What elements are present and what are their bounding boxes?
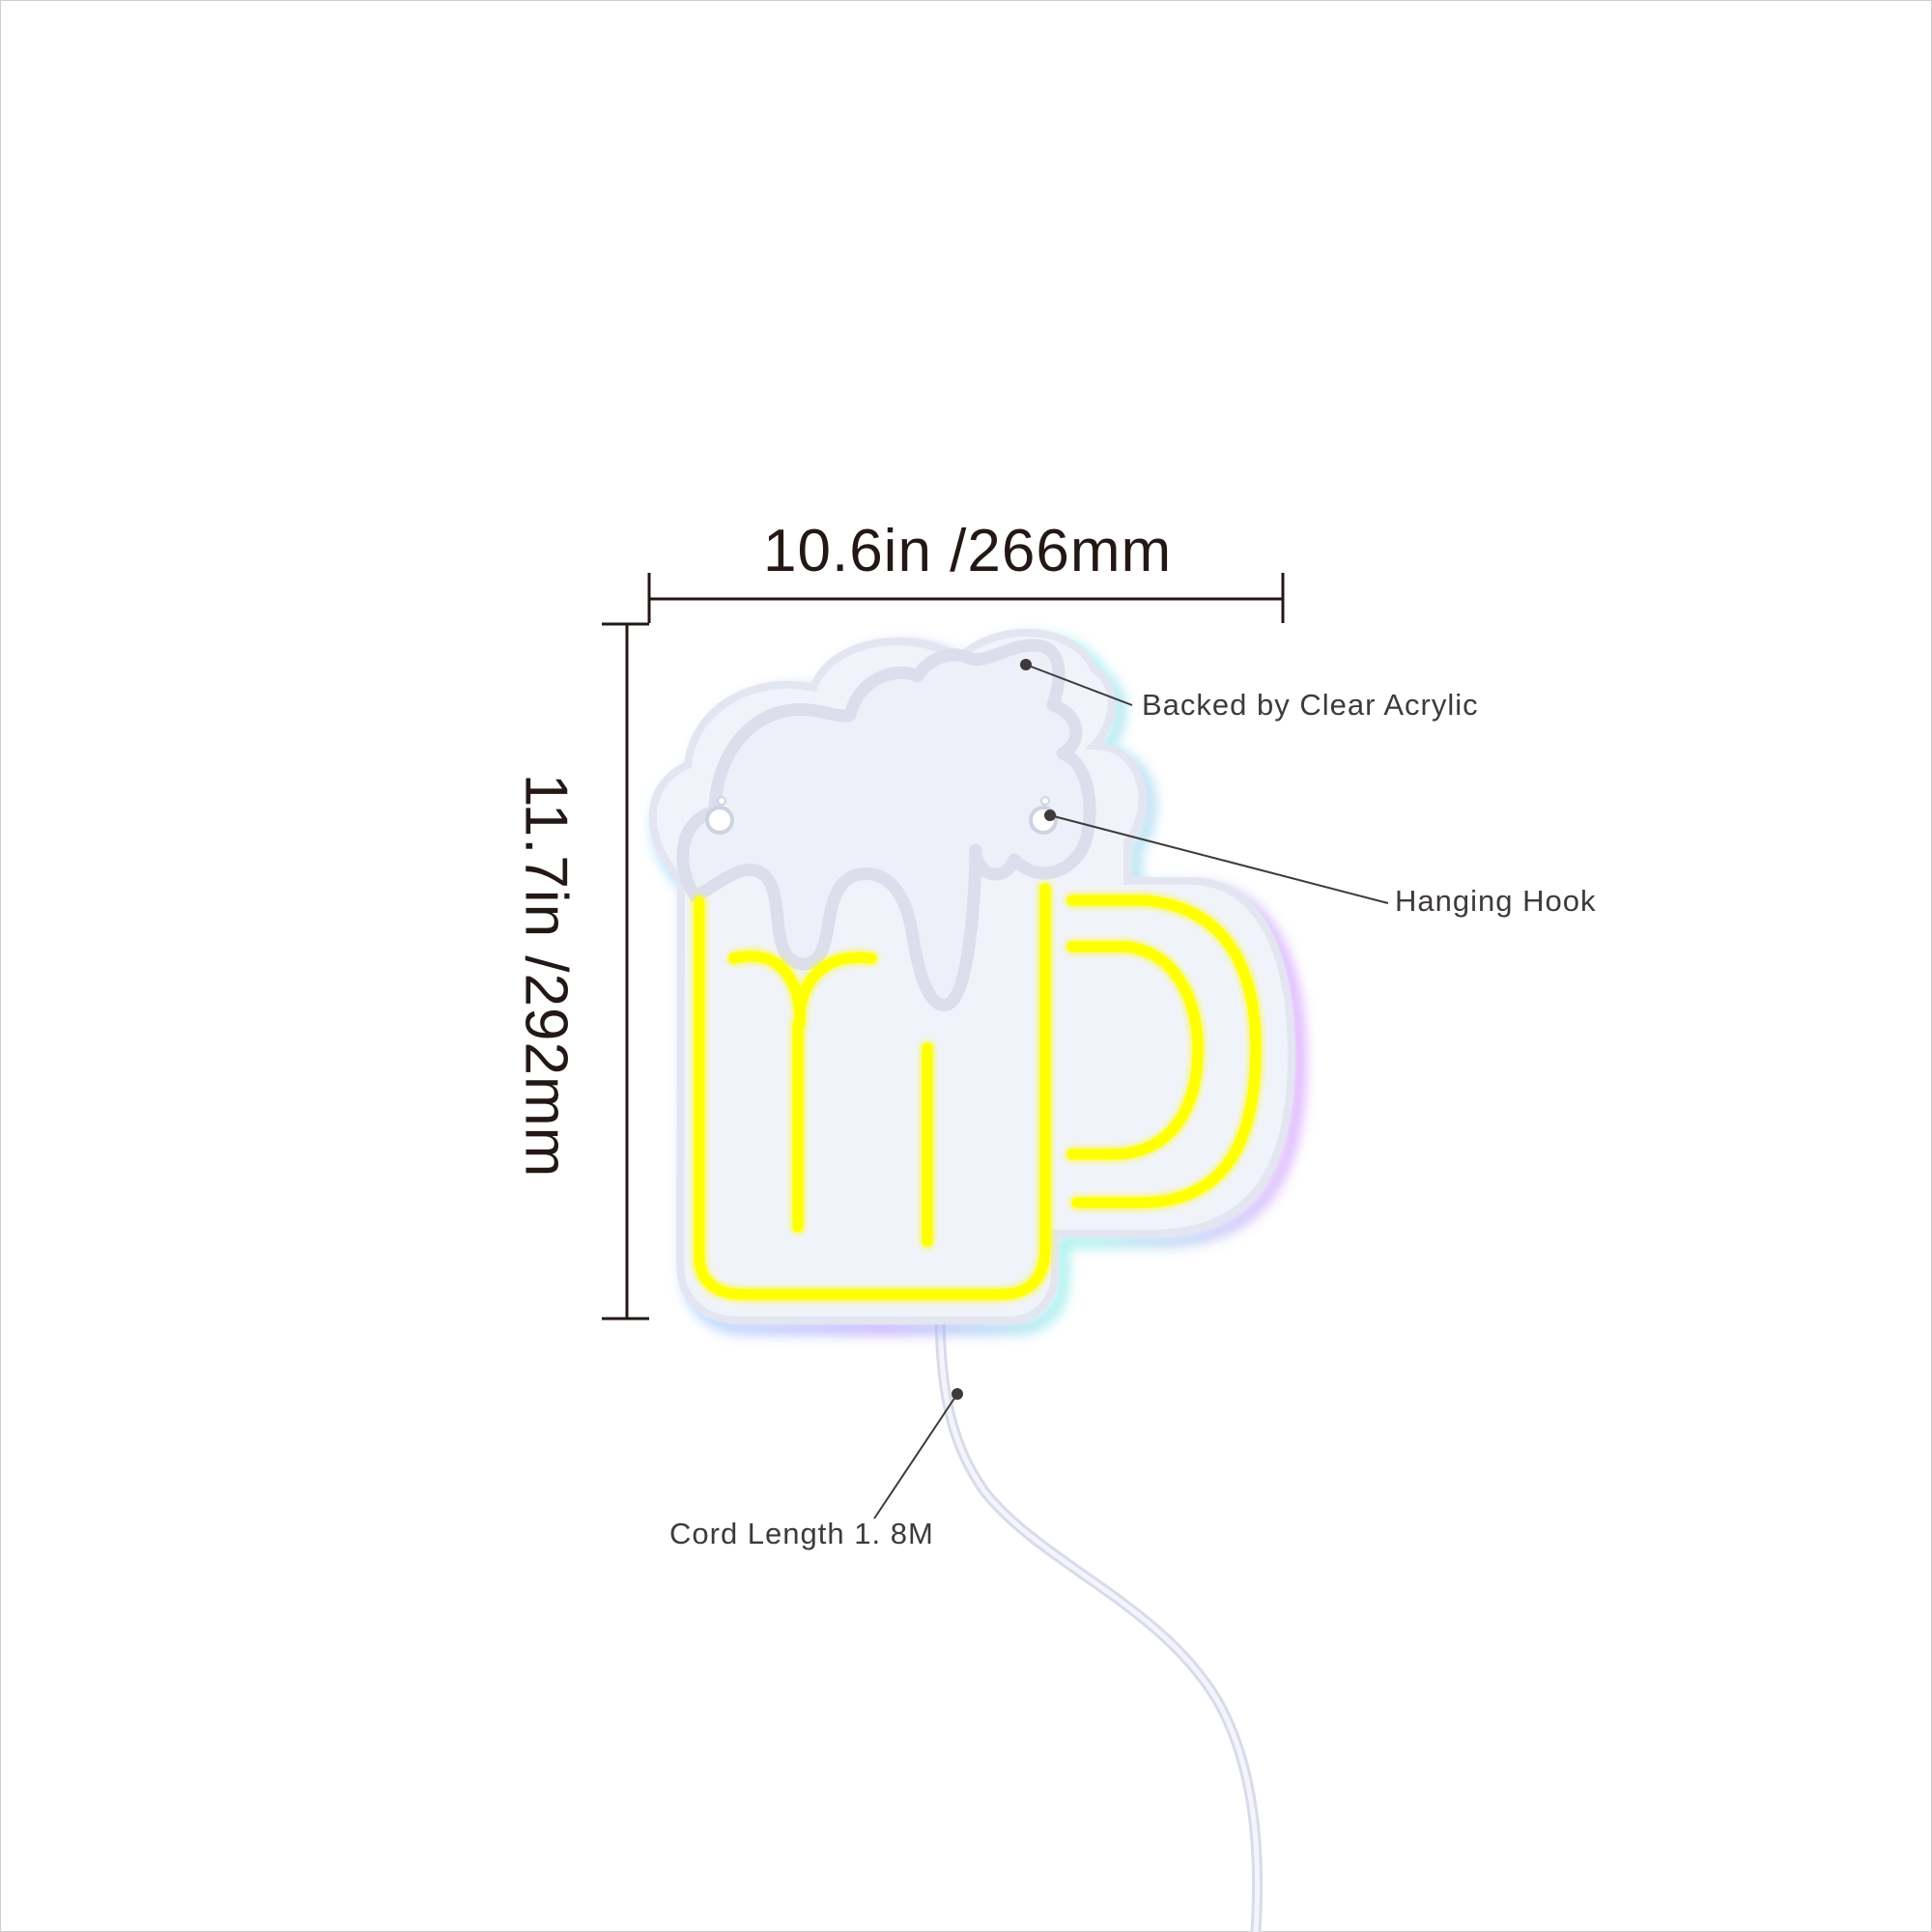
height-dimension-line	[602, 622, 649, 1321]
cord-length-callout: Cord Length 1. 8M	[669, 1517, 934, 1550]
handle-outer-tube	[1066, 895, 1262, 1208]
width-dimension-line	[647, 573, 1285, 623]
power-cord	[934, 1316, 1264, 1932]
mug-body-tube	[694, 883, 1051, 1300]
foam-outline	[676, 639, 1096, 1011]
callout-leaders	[873, 659, 1389, 1520]
neon-tubes	[692, 881, 1264, 1302]
width-dimension-label: 10.6in /266mm	[763, 518, 1173, 584]
hanging-hook-left	[705, 796, 734, 835]
hanging-hook-callout: Hanging Hook	[1395, 884, 1597, 918]
acrylic-backing-callout: Backed by Clear Acrylic	[1142, 688, 1479, 722]
handle-inner-tube	[1066, 941, 1204, 1160]
height-dimension-label: 11.7in /292mm	[512, 773, 580, 1179]
